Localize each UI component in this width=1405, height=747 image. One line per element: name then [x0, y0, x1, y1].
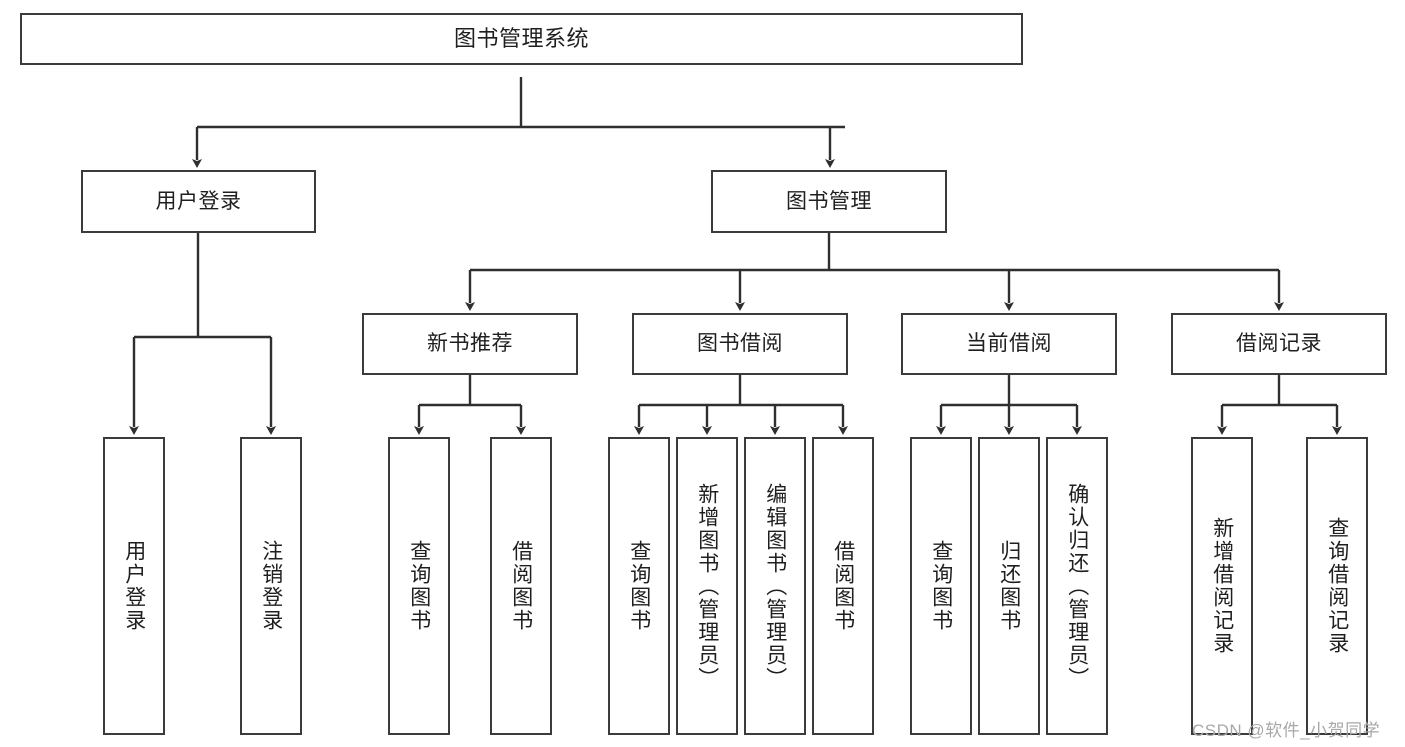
- leaf-user-login-signin[interactable]: 用户登录: [103, 437, 165, 735]
- node-label: 图书管理: [786, 189, 872, 213]
- node-borrow-record[interactable]: 借阅记录: [1171, 313, 1387, 375]
- leaf-book-borrow-lend[interactable]: 借阅图书: [812, 437, 874, 735]
- leaf-book-borrow-add[interactable]: 新增图书（管理员）: [676, 437, 738, 735]
- leaf-book-borrow-edit[interactable]: 编辑图书（管理员）: [744, 437, 806, 735]
- leaf-new-book-borrow[interactable]: 借阅图书: [490, 437, 552, 735]
- node-label: 图书借阅: [697, 332, 783, 356]
- leaf-current-borrow-query[interactable]: 查询图书: [910, 437, 972, 735]
- leaf-user-login-signout[interactable]: 注销登录: [240, 437, 302, 735]
- leaf-borrow-record-query[interactable]: 查询借阅记录: [1306, 437, 1368, 735]
- leaf-new-book-query[interactable]: 查询图书: [388, 437, 450, 735]
- node-label: 用户登录: [122, 540, 146, 632]
- node-label: 查询图书: [627, 540, 651, 632]
- leaf-current-borrow-return[interactable]: 归还图书: [978, 437, 1040, 735]
- node-current-borrow[interactable]: 当前借阅: [901, 313, 1117, 375]
- node-label: 借阅记录: [1236, 332, 1322, 356]
- node-user-login[interactable]: 用户登录: [81, 170, 316, 233]
- node-label: 借阅图书: [509, 540, 533, 632]
- leaf-book-borrow-query[interactable]: 查询图书: [608, 437, 670, 735]
- node-label: 归还图书: [997, 540, 1021, 632]
- node-label: 借阅图书: [831, 540, 855, 632]
- node-new-book-recommend[interactable]: 新书推荐: [362, 313, 578, 375]
- node-label: 新增借阅记录: [1210, 517, 1234, 655]
- node-label: 用户登录: [155, 189, 242, 213]
- csdn-watermark: CSDN @软件_小贺同学: [1192, 721, 1381, 740]
- node-label: 新书推荐: [427, 332, 513, 356]
- node-label: 确认归还（管理员）: [1065, 482, 1089, 690]
- leaf-current-borrow-confirm-return[interactable]: 确认归还（管理员）: [1046, 437, 1108, 735]
- node-label: 图书管理系统: [453, 25, 589, 51]
- node-book-borrow[interactable]: 图书借阅: [632, 313, 848, 375]
- node-label: 查询图书: [407, 540, 431, 632]
- node-label: 查询图书: [929, 540, 953, 632]
- node-label: 编辑图书（管理员）: [763, 482, 787, 690]
- node-label: 查询借阅记录: [1325, 517, 1349, 655]
- leaf-borrow-record-add[interactable]: 新增借阅记录: [1191, 437, 1253, 735]
- node-book-management[interactable]: 图书管理: [711, 170, 947, 233]
- node-label: 注销登录: [259, 540, 283, 632]
- node-label: 新增图书（管理员）: [695, 482, 719, 690]
- node-root-book-management-system[interactable]: 图书管理系统: [20, 13, 1023, 65]
- node-label: 当前借阅: [966, 332, 1052, 356]
